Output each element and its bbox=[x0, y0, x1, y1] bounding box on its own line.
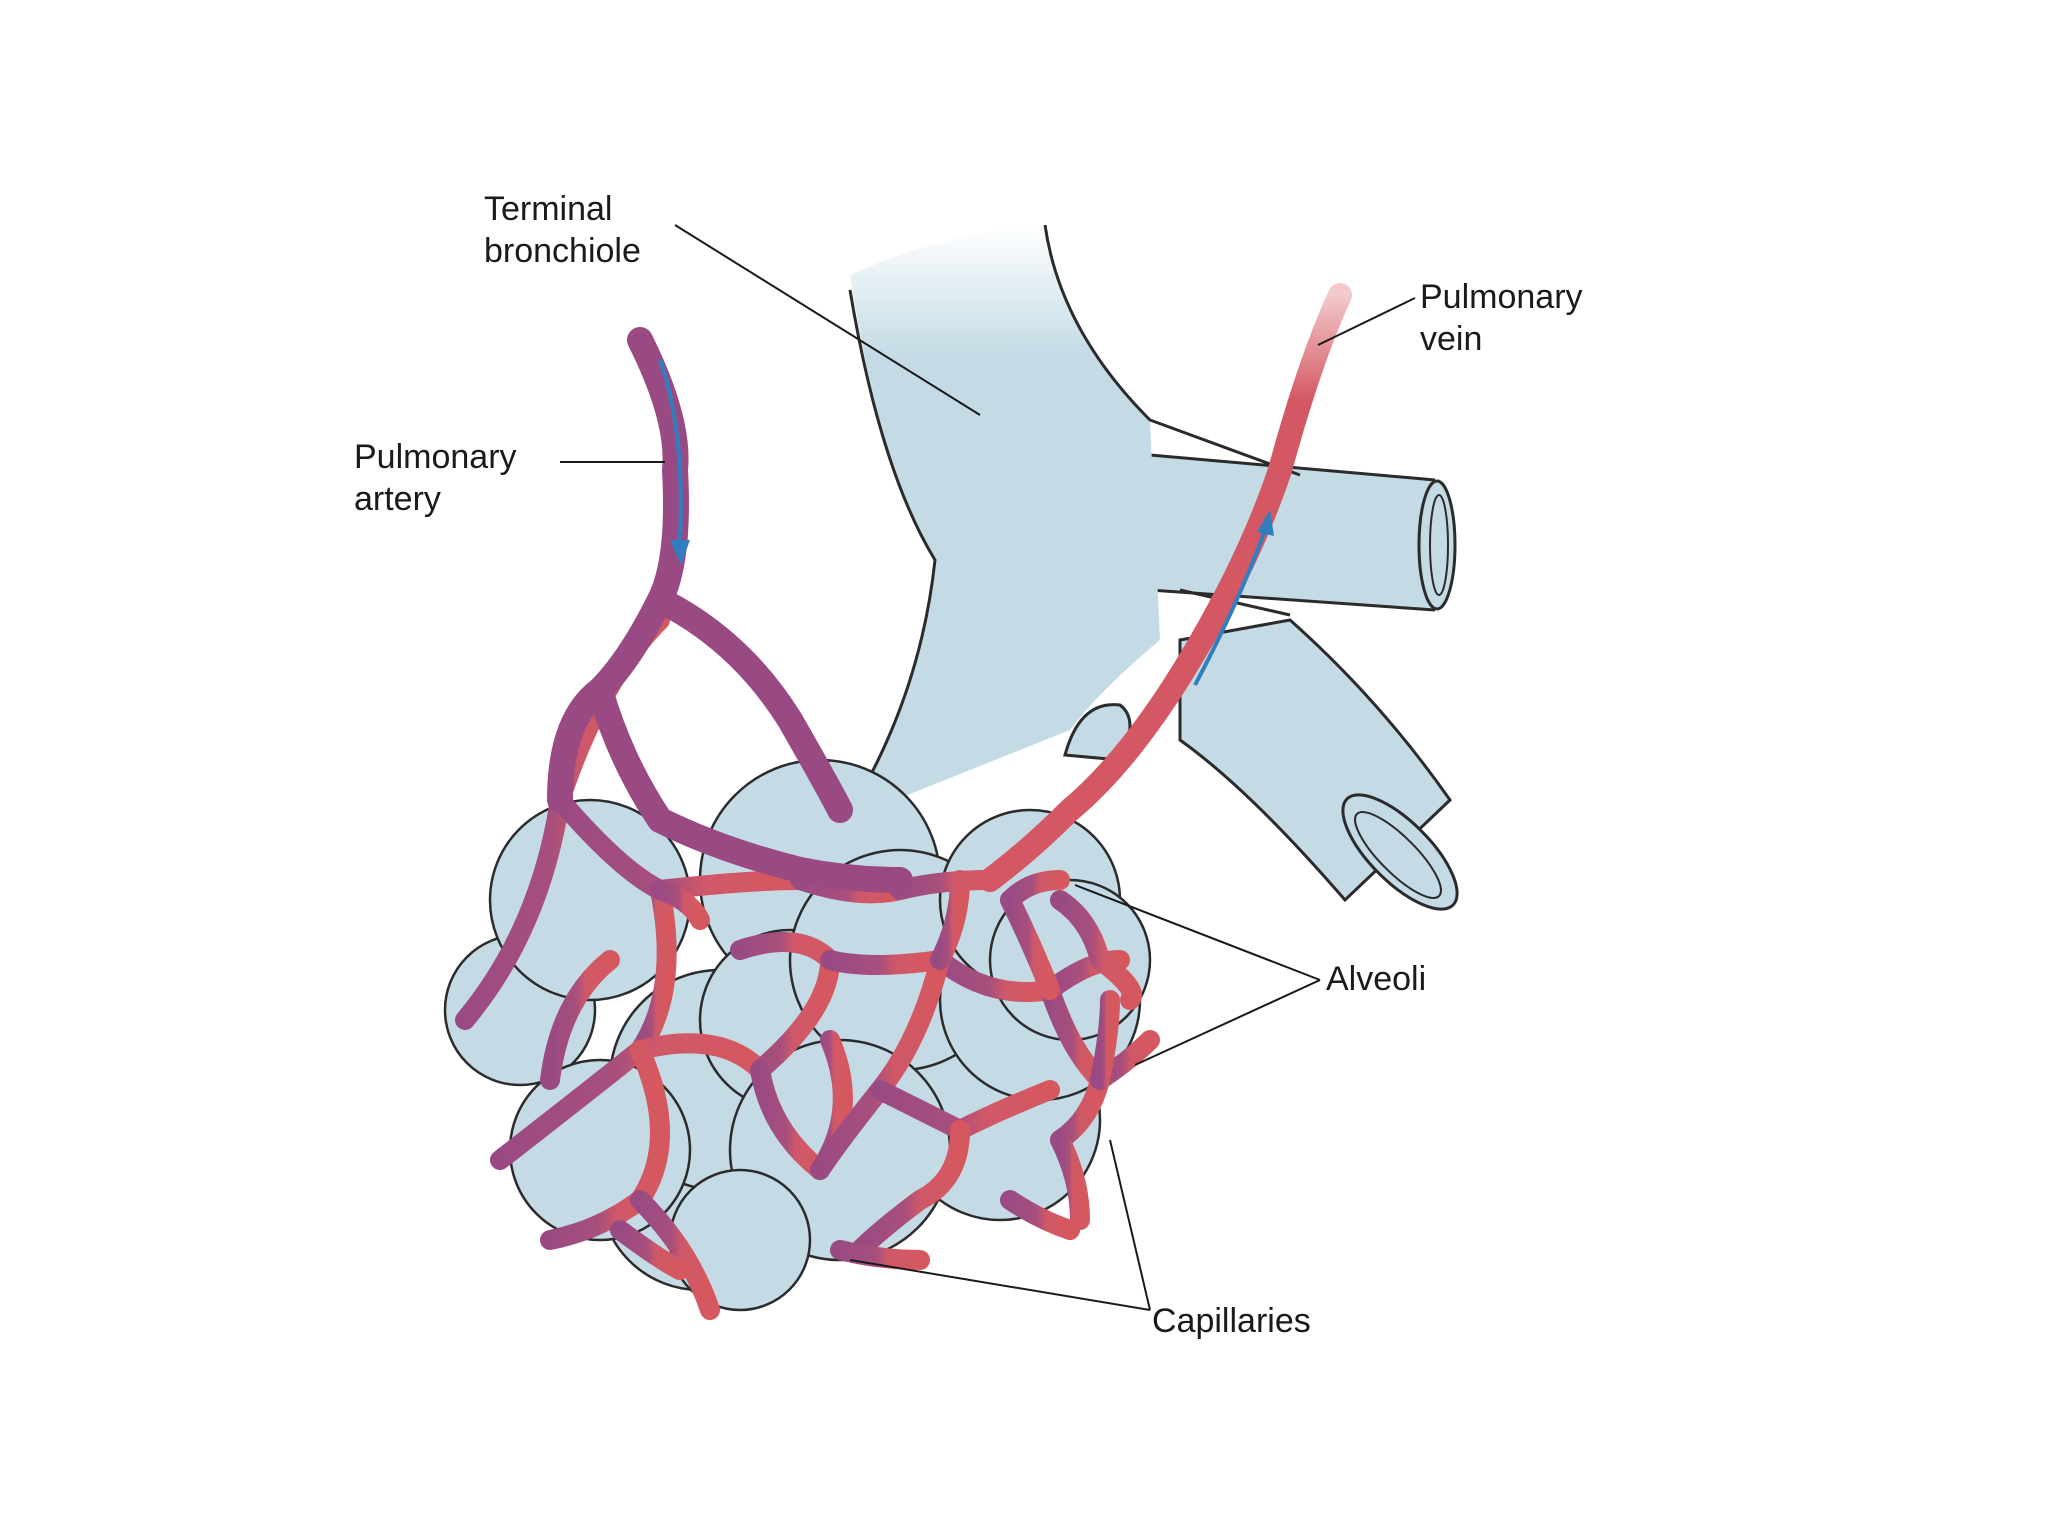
leader-alveoli-upper bbox=[1074, 884, 1321, 981]
leader-alveoli-lower bbox=[1134, 979, 1321, 1066]
label-pulmonary-artery-line2: artery bbox=[354, 480, 441, 518]
artery-flow-arrowhead bbox=[670, 540, 690, 565]
label-capillaries: Capillaries bbox=[1152, 1300, 1311, 1342]
label-terminal-bronchiole-line1: Terminal bbox=[484, 190, 613, 228]
label-terminal-bronchiole-line2: bronchiole bbox=[484, 232, 641, 270]
label-pulmonary-artery-line1: Pulmonary bbox=[354, 438, 517, 476]
pulmonary-artery bbox=[547, 327, 913, 893]
pulmonary-vein bbox=[978, 283, 1352, 892]
label-alveoli-text: Alveoli bbox=[1326, 960, 1427, 998]
label-pulmonary-vein: Pulmonary vein bbox=[1420, 276, 1583, 360]
terminal-bronchiole bbox=[843, 224, 1459, 911]
vein-flow-arrow bbox=[1193, 529, 1267, 686]
leader-lines bbox=[560, 224, 1416, 1311]
label-pulmonary-vein-line1: Pulmonary bbox=[1420, 278, 1583, 316]
leader-capillaries-left bbox=[849, 1259, 1151, 1311]
artery-flow-arrow bbox=[658, 359, 683, 541]
leader-capillaries-right bbox=[1109, 1139, 1151, 1311]
label-pulmonary-artery: Pulmonary artery bbox=[354, 436, 517, 520]
label-alveoli: Alveoli bbox=[1326, 958, 1426, 1000]
vein-flow-arrowhead bbox=[1257, 510, 1274, 536]
label-terminal-bronchiole: Terminal bronchiole bbox=[484, 188, 641, 272]
label-pulmonary-vein-line2: vein bbox=[1420, 320, 1483, 358]
leader-pulmonary-vein bbox=[1317, 297, 1416, 346]
label-capillaries-text: Capillaries bbox=[1152, 1302, 1311, 1340]
leader-terminal-bronchiole bbox=[674, 224, 981, 416]
